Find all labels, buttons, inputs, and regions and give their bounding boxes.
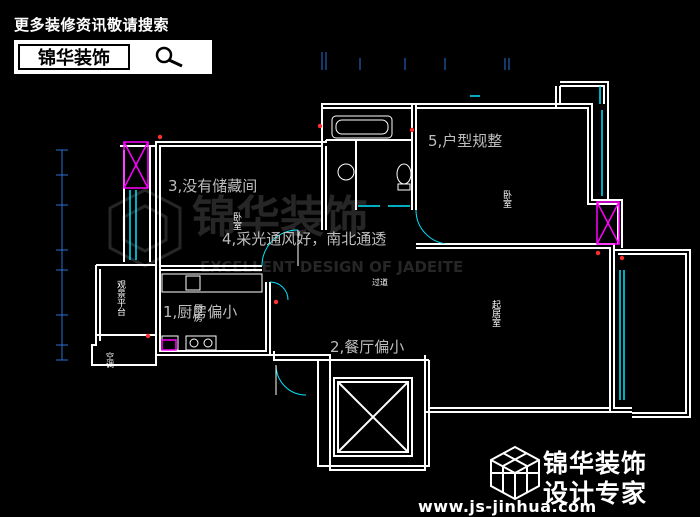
door-bedroom3	[261, 229, 299, 267]
annotation-5: 5,户型规整	[428, 132, 502, 150]
search-keyword[interactable]: 锦华装饰	[18, 44, 130, 70]
ac-unit-left-icon	[123, 141, 149, 189]
door-kitchen	[269, 281, 289, 301]
search-button[interactable]	[130, 42, 210, 72]
annotation-2: 2,餐厅偏小	[330, 338, 404, 356]
axis-ticks-top	[321, 52, 510, 70]
ac-unit-right-icon	[596, 201, 620, 245]
brand-logo-icon	[490, 445, 540, 501]
room-label-living-room: 起居室	[490, 300, 501, 327]
doors	[261, 209, 451, 396]
room-label-aisle: 过道	[372, 277, 388, 287]
search-box[interactable]: 锦华装饰	[14, 40, 212, 74]
sink-icon	[337, 163, 355, 181]
brand-name: 锦华装饰	[543, 449, 648, 478]
ac-units	[123, 141, 620, 351]
stove-icon	[185, 335, 217, 351]
door-bedroom5	[415, 209, 451, 245]
site-url: www.js-jinhua.com	[418, 497, 597, 516]
bathtub-icon	[331, 115, 393, 139]
annotation-3: 3,没有储藏间	[168, 177, 257, 195]
watermark-en: EXCELLENT DESIGN OF JADEITE	[200, 258, 463, 276]
markers	[145, 123, 625, 339]
windows	[129, 86, 625, 400]
room-label-bedroom-a: 卧室	[231, 211, 242, 230]
room-label-bedroom-b: 卧室	[501, 189, 512, 208]
brand-sub: 设计专家	[543, 479, 648, 508]
dimension-line-left	[56, 149, 68, 361]
kitchen-sink-icon	[185, 275, 201, 291]
room-label-aircon: 空调	[106, 351, 115, 369]
brand-block: 锦华装饰 设计专家	[485, 438, 685, 513]
bathroom-fixtures	[331, 115, 412, 191]
kitchen-fixtures	[161, 273, 263, 351]
annotation-1: 1,厨房偏小	[163, 303, 237, 321]
annotation-4: 4,采光通风好，南北通透	[222, 230, 386, 248]
walls	[91, 81, 691, 471]
room-label-balcony-platform: 观景平台	[115, 280, 126, 317]
door-entry	[275, 364, 307, 396]
watermark: 锦华装饰 EXCELLENT DESIGN OF JADEITE	[108, 188, 463, 276]
search-banner: 更多装修资讯敬请搜索 锦华装饰	[14, 14, 212, 74]
promo-text: 更多装修资讯敬请搜索	[14, 16, 170, 34]
room-label-kitchen: 厨房	[192, 304, 203, 323]
search-icon	[155, 46, 183, 68]
watermark-logo-icon	[108, 188, 182, 268]
toilet-icon	[396, 163, 412, 185]
